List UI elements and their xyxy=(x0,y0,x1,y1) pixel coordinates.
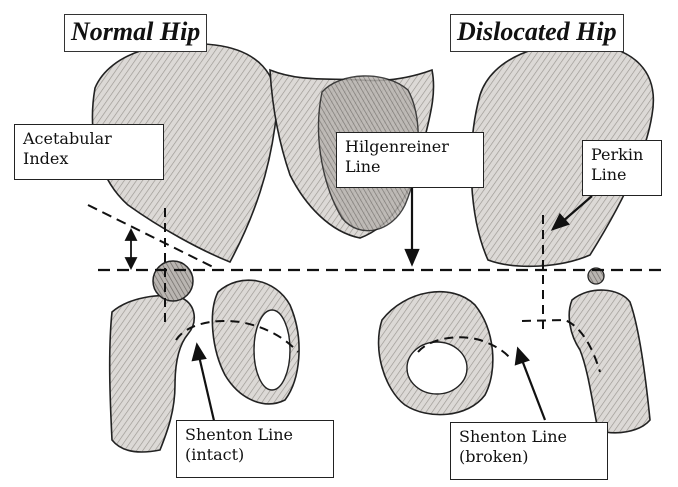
shenton-broken-line2: (broken) xyxy=(459,447,599,467)
acetabular-index-line2: Index xyxy=(23,149,155,169)
shenton-intact-line1: Shenton Line xyxy=(185,425,325,445)
right-obturator-foramen xyxy=(407,342,467,394)
shenton-intact-line2: (intact) xyxy=(185,445,325,465)
shenton-intact-label: Shenton Line (intact) xyxy=(176,420,334,478)
perkin-line-label: Perkin Line xyxy=(582,140,662,196)
left-femoral-head xyxy=(153,261,193,301)
shenton-broken-label: Shenton Line (broken) xyxy=(450,422,608,480)
shenton-broken-arrow xyxy=(516,349,545,420)
hilgenreiner-line-line1: Hilgenreiner xyxy=(345,137,475,157)
dislocated-hip-title: Dislocated Hip xyxy=(450,14,624,52)
acetabular-index-label: Acetabular Index xyxy=(14,124,164,180)
acetabular-index-arrow xyxy=(126,230,136,268)
shenton-intact-arrow xyxy=(193,345,215,425)
normal-hip-title: Normal Hip xyxy=(64,14,207,52)
perkin-line-line2: Line xyxy=(591,165,653,185)
shenton-broken-line1: Shenton Line xyxy=(459,427,599,447)
left-obturator-foramen xyxy=(254,310,290,390)
hilgenreiner-line-label: Hilgenreiner Line xyxy=(336,132,484,188)
perkin-line-line1: Perkin xyxy=(591,145,653,165)
right-femur xyxy=(569,290,650,433)
acetabular-index-line1: Acetabular xyxy=(23,129,155,149)
hilgenreiner-line-line2: Line xyxy=(345,157,475,177)
